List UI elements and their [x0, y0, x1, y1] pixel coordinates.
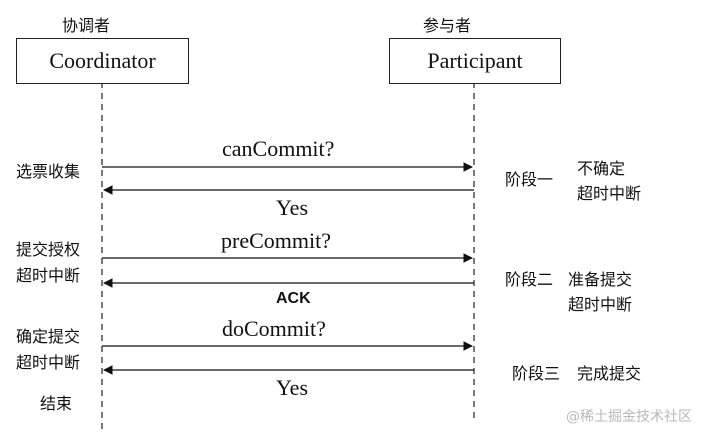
phase-1-label: 阶段一	[505, 170, 554, 189]
participant-header: 参与者	[423, 16, 472, 35]
left-note-timeout-2: 超时中断	[16, 353, 81, 372]
phase-1-note-timeout: 超时中断	[577, 184, 642, 203]
phase-2-note-prepare: 准备提交	[568, 270, 633, 289]
coordinator-header: 协调者	[62, 16, 111, 35]
message-label-yes-2: Yes	[276, 375, 309, 400]
phase-3-label: 阶段三	[512, 364, 561, 383]
message-label-yes-1: Yes	[276, 195, 309, 220]
left-note-end: 结束	[40, 394, 73, 413]
watermark-text: @稀土掘金技术社区	[566, 409, 692, 425]
phase-2-label: 阶段二	[505, 270, 554, 289]
left-note-confirm-commit: 确定提交	[16, 327, 81, 346]
phase-1-note-uncertain: 不确定	[577, 159, 626, 178]
phase-2-note-timeout: 超时中断	[568, 295, 633, 314]
message-label-ack: ACK	[276, 290, 311, 307]
message-label-cancommit: canCommit?	[222, 136, 335, 161]
left-note-submit-auth: 提交授权	[16, 240, 81, 259]
left-note-timeout-1: 超时中断	[16, 266, 81, 285]
phase-3-note-complete: 完成提交	[577, 364, 642, 383]
message-label-docommit: doCommit?	[222, 316, 326, 341]
message-label-precommit: preCommit?	[221, 228, 331, 253]
left-note-vote-collect: 选票收集	[16, 162, 81, 181]
coordinator-box: Coordinator	[16, 38, 189, 84]
participant-box: Participant	[389, 38, 561, 84]
